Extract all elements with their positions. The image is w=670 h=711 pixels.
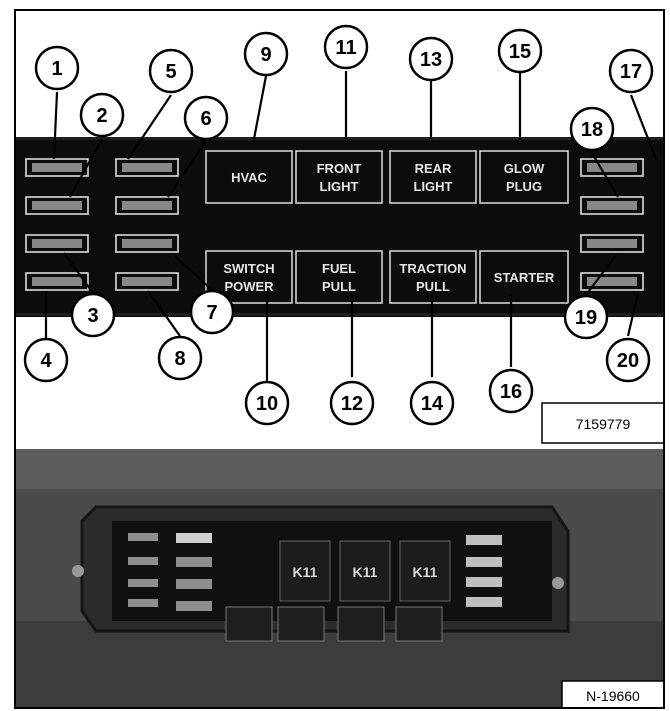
callout-number: 7 [206, 302, 217, 324]
relay-2: FRONT LIGHT [296, 151, 382, 203]
figure-frame: HVAC FRONT LIGHT REAR LIGHT GLOW PLUG SWITCH POW… [14, 9, 665, 709]
callout-5: 5 [150, 50, 192, 92]
relay-label-line1: FRONT [317, 161, 362, 176]
relay-label: K11 [413, 564, 438, 580]
relay-label-line2: PULL [322, 279, 356, 294]
callout-number: 10 [256, 393, 278, 415]
callout-number: 5 [165, 61, 176, 83]
callout-2: 2 [81, 94, 123, 136]
callout-14: 14 [411, 382, 453, 424]
callout-number: 16 [500, 381, 522, 403]
part-number: 7159779 [576, 416, 631, 432]
relay-3: REAR LIGHT [390, 151, 476, 203]
relay-label-line2: PULL [416, 279, 450, 294]
callout-number: 11 [335, 37, 356, 59]
callout-number: 4 [40, 350, 52, 372]
fuse-panel-photo: K11 K11 K11 N-19660 [16, 449, 665, 709]
photo-relay-labels: K11 K11 K11 [293, 564, 438, 580]
callout-18: 18 [571, 108, 613, 150]
callout-10: 10 [246, 382, 288, 424]
callout-number: 12 [341, 393, 363, 415]
relay-label-line2: LIGHT [414, 179, 453, 194]
relay-label-line1: HVAC [231, 170, 267, 185]
callout-number: 20 [617, 350, 639, 372]
callout-number: 6 [200, 108, 211, 130]
relay-6: FUEL PULL [296, 251, 382, 303]
fuse-panel-diagram: HVAC FRONT LIGHT REAR LIGHT GLOW PLUG SWITCH POW… [16, 26, 665, 443]
relay-label: K11 [293, 564, 318, 580]
relay-label-line1: FUEL [322, 261, 356, 276]
relay-label-line1: SWITCH [223, 261, 274, 276]
callout-number: 1 [51, 58, 62, 80]
photo-code: N-19660 [586, 688, 640, 704]
callout-9: 9 [245, 33, 287, 75]
callout-19: 19 [565, 296, 607, 338]
callout-number: 18 [581, 119, 603, 141]
callout-6: 6 [185, 97, 227, 139]
callout-number: 19 [575, 307, 597, 329]
callout-number: 15 [509, 41, 531, 63]
relay-label-line1: STARTER [494, 270, 555, 285]
relay-label-line2: LIGHT [320, 179, 359, 194]
callout-number: 13 [420, 49, 442, 71]
callout-12: 12 [331, 382, 373, 424]
callout-13: 13 [410, 38, 452, 80]
callout-8: 8 [159, 337, 201, 379]
callout-number: 14 [421, 393, 444, 415]
callout-17: 17 [610, 50, 652, 92]
relay-label-line1: GLOW [504, 161, 545, 176]
callout-11: 11 [325, 26, 367, 68]
callout-number: 17 [620, 61, 642, 83]
mount-bolt [552, 577, 564, 589]
callout-7: 7 [191, 291, 233, 333]
mount-bolt [72, 565, 84, 577]
relay-label-line2: POWER [224, 279, 274, 294]
callout-3: 3 [72, 294, 114, 336]
callout-15: 15 [499, 30, 541, 72]
relay-label-line1: REAR [415, 161, 452, 176]
callout-number: 2 [96, 105, 107, 127]
relay-label-line1: TRACTION [399, 261, 466, 276]
callout-number: 9 [260, 44, 271, 66]
relay-label-line2: PLUG [506, 179, 542, 194]
callout-number: 8 [174, 348, 185, 370]
callout-4: 4 [25, 339, 67, 381]
relay-label: K11 [353, 564, 378, 580]
callout-20: 20 [607, 339, 649, 381]
fuse-panel-figure: HVAC FRONT LIGHT REAR LIGHT GLOW PLUG SWITCH POW… [16, 11, 665, 709]
callout-number: 3 [87, 305, 98, 327]
relay-1: HVAC [206, 151, 292, 203]
relay-8: STARTER [480, 251, 568, 303]
callout-1: 1 [36, 47, 78, 89]
relay-4: GLOW PLUG [480, 151, 568, 203]
callout-16: 16 [490, 370, 532, 412]
